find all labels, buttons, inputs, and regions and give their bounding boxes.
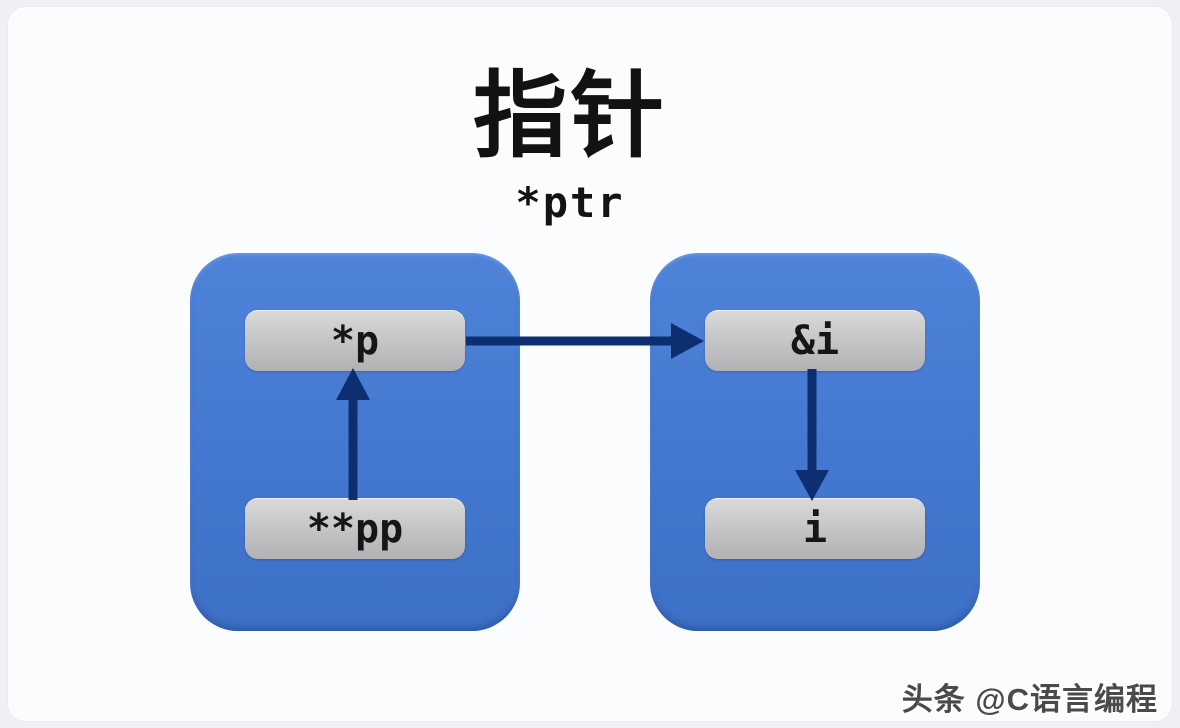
cell-address-of-i: &i: [705, 310, 925, 371]
value-box-right: &i i: [650, 253, 980, 631]
page-subtitle: *ptr: [515, 178, 625, 227]
cell-variable-i: i: [705, 498, 925, 559]
watermark: 头条 @C语言编程: [901, 682, 1158, 717]
page-title: 指针: [472, 63, 667, 168]
pointer-box-left: *p **pp: [190, 253, 520, 631]
cell-double-deref-pp: **pp: [245, 498, 465, 559]
cell-deref-p: *p: [245, 310, 465, 371]
